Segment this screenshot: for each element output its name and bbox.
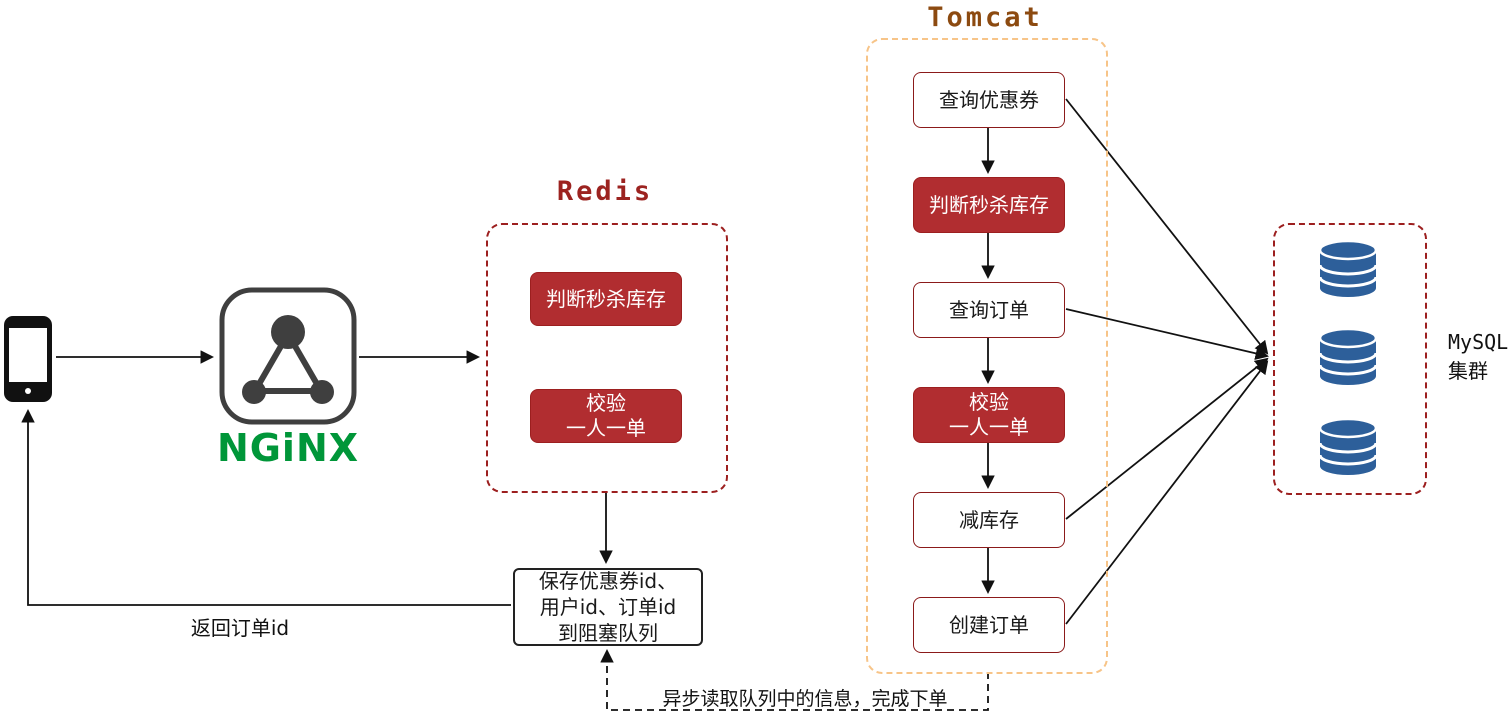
tomcat-step-create-order: 创建订单 — [913, 597, 1065, 653]
blocking-queue-box: 保存优惠券id、 用户id、订单id 到阻塞队列 — [513, 568, 703, 646]
mysql-cluster-label: MySQL 集群 — [1448, 330, 1509, 383]
nginx-logo-icon — [219, 287, 357, 425]
tomcat-step-reduce-stock: 减库存 — [913, 492, 1065, 548]
database-icon — [1318, 418, 1378, 475]
redis-box-one-person-one-order: 校验 一人一单 — [530, 389, 682, 443]
redis-box-check-stock: 判断秒杀库存 — [530, 272, 682, 326]
tomcat-title: Tomcat — [927, 2, 1043, 33]
async-read-queue-label: 异步读取队列中的信息，完成下单 — [662, 688, 948, 710]
redis-title: Redis — [556, 176, 654, 207]
tomcat-step-query-coupon: 查询优惠券 — [913, 72, 1065, 128]
smartphone-icon — [4, 316, 52, 402]
return-order-id-label: 返回订单id — [190, 616, 290, 640]
nginx-wordmark: NGiNX — [216, 426, 360, 470]
tomcat-container — [866, 38, 1108, 674]
tomcat-step-query-order: 查询订单 — [913, 282, 1065, 338]
database-icon — [1318, 328, 1378, 385]
redis-container — [486, 223, 728, 493]
tomcat-step-check-stock: 判断秒杀库存 — [913, 177, 1065, 233]
mysql-cluster-container — [1273, 223, 1427, 495]
database-icon — [1318, 240, 1378, 297]
tomcat-step-one-person-one-order: 校验 一人一单 — [913, 387, 1065, 443]
